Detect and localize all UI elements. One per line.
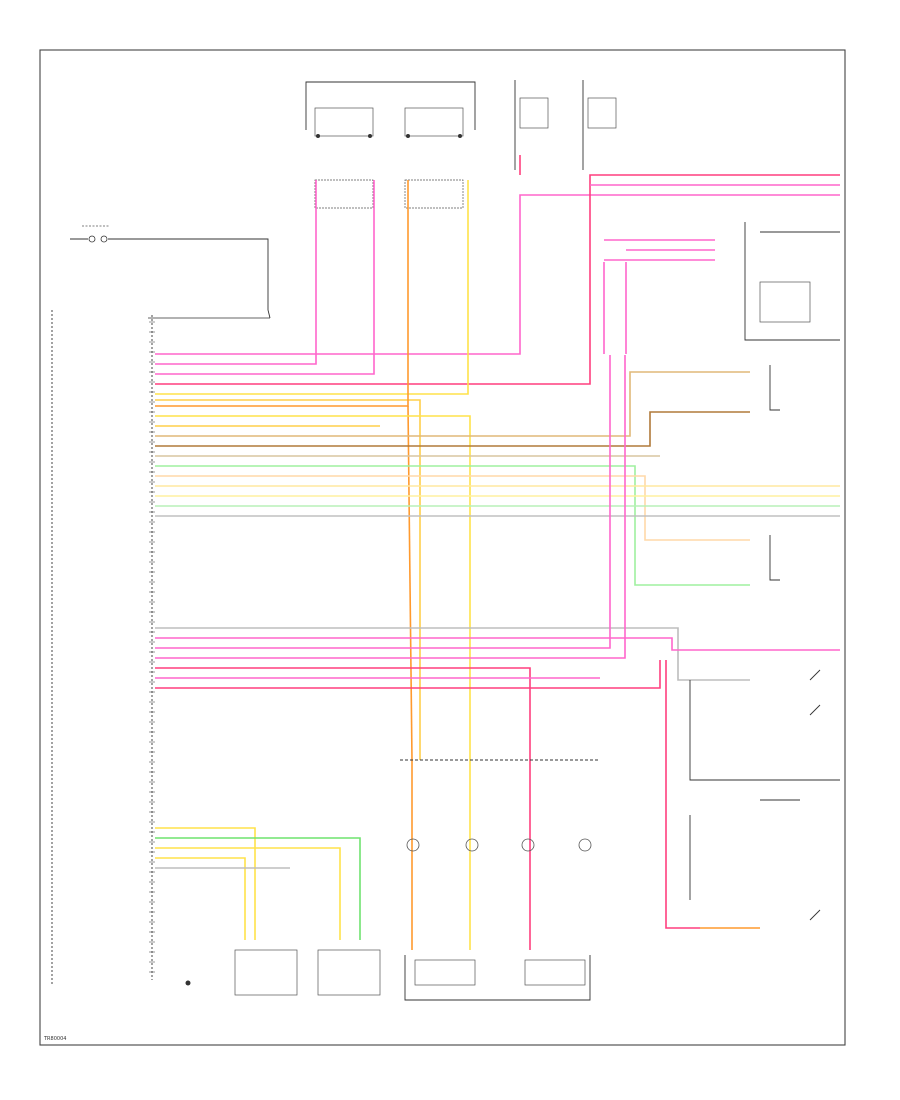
srs-module-connector	[51, 310, 270, 985]
wire-group	[155, 155, 840, 950]
ignition-switch-group	[70, 225, 271, 319]
bottom-left-sensors	[185, 949, 381, 996]
pin-ticks	[149, 321, 155, 973]
right-components	[689, 222, 840, 921]
figure-code: TR80004	[43, 1036, 66, 1042]
bottom-center-module	[400, 759, 600, 1001]
top-right-switch-group	[514, 80, 617, 170]
diagram-frame	[39, 49, 846, 1046]
seat-belt-retractor-module-group	[305, 81, 476, 209]
